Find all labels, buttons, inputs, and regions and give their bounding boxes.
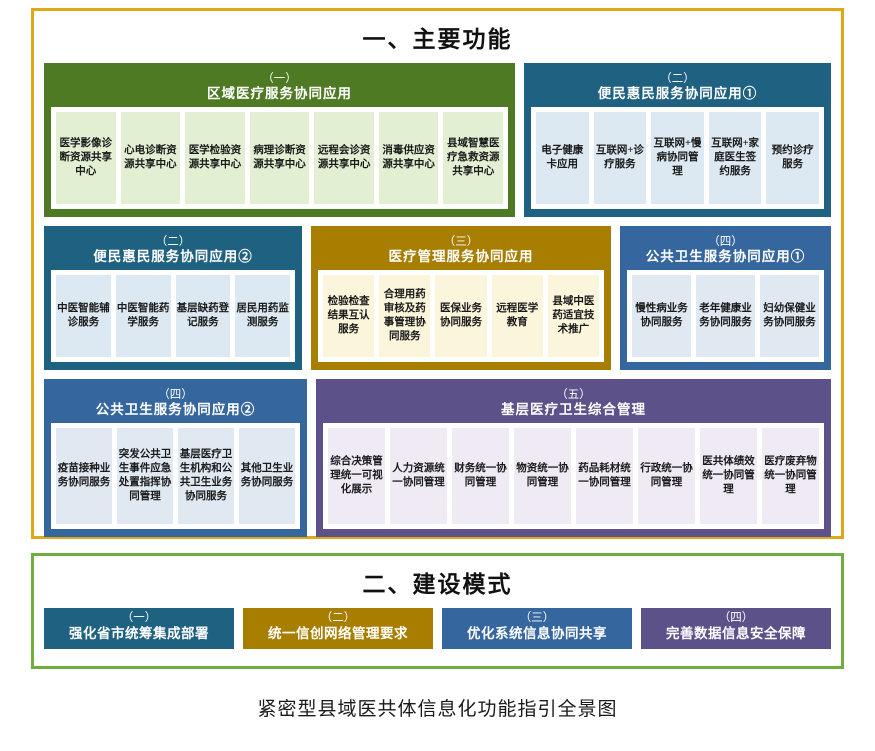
panel-name: 医疗管理服务协同应用 bbox=[388, 249, 534, 264]
panel-number: （二） bbox=[155, 236, 191, 248]
panel-name: 基层医疗卫生综合管理 bbox=[501, 402, 646, 417]
cell-item[interactable]: 消毒供应资源共享中心 bbox=[378, 112, 439, 204]
cell-item[interactable]: 互联网+诊疗服务 bbox=[593, 112, 647, 204]
mode-box-name: 完善数据信息安全保障 bbox=[666, 626, 806, 641]
panel-name: 公共卫生服务协同应用① bbox=[645, 249, 806, 264]
panel-number: （四） bbox=[708, 236, 743, 248]
section-mode-title: 二、建设模式 bbox=[362, 572, 513, 598]
cell-item[interactable]: 远程会诊资源共享中心 bbox=[314, 112, 374, 204]
cell-item[interactable]: 慢性病业务协同服务 bbox=[632, 275, 691, 357]
cell-item[interactable]: 物资统一协同管理 bbox=[514, 428, 571, 524]
cell-item[interactable]: 远程医学教育 bbox=[491, 275, 543, 357]
mode-box-number: （四） bbox=[718, 612, 754, 624]
panel-row-3: （四） 公共卫生服务协同应用② 疫苗接种业务协同服务 突发公共卫生事件应急处置指… bbox=[44, 379, 831, 537]
cell-item[interactable]: 妇幼保健业务协同服务 bbox=[760, 275, 819, 357]
panel-cells: 检验检查结果互认服务 合理用药审核及药事管理协同服务 医保业务协同服务 远程医学… bbox=[318, 270, 604, 362]
panel-header: （四） 公共卫生服务协同应用① bbox=[627, 233, 824, 270]
panel-name: 便民惠民服务协同应用② bbox=[93, 249, 253, 264]
panel-convenience-service-2[interactable]: （二） 便民惠民服务协同应用② 中医智能辅诊服务 中医智能药学服务 基层缺药登记… bbox=[44, 226, 302, 370]
cell-item[interactable]: 医保业务协同服务 bbox=[435, 275, 487, 357]
panel-public-health-service-2[interactable]: （四） 公共卫生服务协同应用② 疫苗接种业务协同服务 突发公共卫生事件应急处置指… bbox=[44, 379, 307, 537]
cell-item[interactable]: 预约诊疗服务 bbox=[766, 112, 819, 204]
panel-header: （二） 便民惠民服务协同应用① bbox=[531, 70, 824, 107]
mode-box-data-security[interactable]: （四） 完善数据信息安全保障 bbox=[641, 608, 831, 649]
panel-name: 区域医疗服务协同应用 bbox=[207, 86, 352, 101]
panel-cells: 综合决策管理统一可视化展示 人力资源统一协同管理 财务统一协同管理 物资统一协同… bbox=[323, 423, 824, 529]
cell-item[interactable]: 居民用药监测服务 bbox=[235, 275, 290, 357]
figure-caption: 紧密型县域医共体信息化功能指引全景图 bbox=[257, 698, 618, 720]
panel-cells: 疫苗接种业务协同服务 突发公共卫生事件应急处置指挥协同管理 基层医疗卫生机构和公… bbox=[51, 423, 300, 529]
cell-item[interactable]: 县域中医药适宜技术推广 bbox=[547, 275, 600, 357]
cell-item[interactable]: 医疗废弃物统一协同管理 bbox=[762, 428, 819, 524]
cell-item[interactable]: 医学检验资源共享中心 bbox=[185, 112, 245, 204]
cell-item[interactable]: 医学影像诊断资源共享中心 bbox=[56, 112, 116, 204]
panel-number: （二） bbox=[660, 73, 695, 85]
cell-item[interactable]: 电子健康卡应用 bbox=[536, 112, 589, 204]
mode-box-row: （一） 强化省市统筹集成部署 （二） 统一信创网络管理要求 （三） 优化系统信息… bbox=[44, 608, 831, 649]
panel-row-2: （二） 便民惠民服务协同应用② 中医智能辅诊服务 中医智能药学服务 基层缺药登记… bbox=[44, 226, 831, 370]
mode-box-name: 优化系统信息协同共享 bbox=[467, 626, 607, 641]
panel-row-1: （一） 区域医疗服务协同应用 医学影像诊断资源共享中心 心电诊断资源共享中心 医… bbox=[44, 63, 831, 217]
cell-item[interactable]: 医共体绩效统一协同管理 bbox=[700, 428, 757, 524]
panel-number: （三） bbox=[443, 236, 479, 248]
cell-item[interactable]: 互联网+家庭医生签约服务 bbox=[708, 112, 762, 204]
panel-name: 便民惠民服务协同应用① bbox=[597, 86, 758, 101]
panel-header: （二） 便民惠民服务协同应用② bbox=[51, 233, 295, 270]
cell-item[interactable]: 合理用药审核及药事管理协同服务 bbox=[379, 275, 431, 357]
panel-cells: 医学影像诊断资源共享中心 心电诊断资源共享中心 医学检验资源共享中心 病理诊断资… bbox=[51, 107, 508, 209]
cell-item[interactable]: 中医智能辅诊服务 bbox=[56, 275, 111, 357]
cell-item[interactable]: 心电诊断资源共享中心 bbox=[120, 112, 181, 204]
panel-regional-medical-service[interactable]: （一） 区域医疗服务协同应用 医学影像诊断资源共享中心 心电诊断资源共享中心 医… bbox=[44, 63, 515, 217]
mode-box-information-sharing[interactable]: （三） 优化系统信息协同共享 bbox=[442, 608, 632, 649]
panel-cells: 电子健康卡应用 互联网+诊疗服务 互联网+慢病协同管理 互联网+家庭医生签约服务… bbox=[531, 107, 824, 209]
cell-item[interactable]: 综合决策管理统一可视化展示 bbox=[328, 428, 385, 524]
cell-item[interactable]: 财务统一协同管理 bbox=[452, 428, 509, 524]
panel-medical-management-service[interactable]: （三） 医疗管理服务协同应用 检验检查结果互认服务 合理用药审核及药事管理协同服… bbox=[311, 226, 611, 370]
cell-item[interactable]: 基层缺药登记服务 bbox=[175, 275, 231, 357]
cell-item[interactable]: 其他卫生业务协同服务 bbox=[239, 428, 295, 524]
panel-convenience-service-1[interactable]: （二） 便民惠民服务协同应用① 电子健康卡应用 互联网+诊疗服务 互联网+慢病协… bbox=[524, 63, 831, 217]
panel-number: （一） bbox=[262, 73, 297, 85]
cell-item[interactable]: 中医智能药学服务 bbox=[115, 275, 171, 357]
section-main-functions: 一、主要功能 （一） 区域医疗服务协同应用 医学影像诊断资源共享中心 心电诊断资… bbox=[31, 8, 844, 539]
cell-item[interactable]: 突发公共卫生事件应急处置指挥协同管理 bbox=[117, 428, 173, 524]
panel-primary-health-comprehensive-management[interactable]: （五） 基层医疗卫生综合管理 综合决策管理统一可视化展示 人力资源统一协同管理 … bbox=[316, 379, 831, 537]
panel-header: （一） 区域医疗服务协同应用 bbox=[51, 70, 508, 107]
panel-number: （四） bbox=[158, 389, 193, 401]
cell-item[interactable]: 药品耗材统一协同管理 bbox=[576, 428, 633, 524]
cell-item[interactable]: 病理诊断资源共享中心 bbox=[249, 112, 310, 204]
cell-item[interactable]: 老年健康业务协同服务 bbox=[696, 275, 755, 357]
cell-item[interactable]: 行政统一协同管理 bbox=[638, 428, 695, 524]
panel-number: （五） bbox=[556, 389, 591, 401]
cell-item[interactable]: 人力资源统一协同管理 bbox=[390, 428, 447, 524]
mode-box-name: 统一信创网络管理要求 bbox=[268, 626, 408, 641]
mode-box-number: （三） bbox=[519, 612, 555, 624]
cell-item[interactable]: 县域智慧医疗急救资源共享中心 bbox=[443, 112, 504, 204]
panel-public-health-service-1[interactable]: （四） 公共卫生服务协同应用① 慢性病业务协同服务 老年健康业务协同服务 妇幼保… bbox=[620, 226, 831, 370]
panel-header: （三） 医疗管理服务协同应用 bbox=[318, 233, 604, 270]
mode-box-number: （一） bbox=[121, 612, 157, 624]
cell-item[interactable]: 疫苗接种业务协同服务 bbox=[56, 428, 112, 524]
panel-name: 公共卫生服务协同应用② bbox=[95, 402, 256, 417]
cell-item[interactable]: 检验检查结果互认服务 bbox=[323, 275, 375, 357]
panel-cells: 慢性病业务协同服务 老年健康业务协同服务 妇幼保健业务协同服务 bbox=[627, 270, 824, 362]
cell-item[interactable]: 基层医疗卫生机构和公共卫生业务协同服务 bbox=[178, 428, 234, 524]
mode-box-name: 强化省市统筹集成部署 bbox=[69, 626, 209, 641]
section-main-title: 一、主要功能 bbox=[362, 27, 513, 53]
panel-header: （四） 公共卫生服务协同应用② bbox=[51, 386, 300, 423]
section-construction-mode: 二、建设模式 （一） 强化省市统筹集成部署 （二） 统一信创网络管理要求 （三）… bbox=[31, 553, 844, 669]
mode-box-number: （二） bbox=[320, 612, 356, 624]
mode-box-provincial-deployment[interactable]: （一） 强化省市统筹集成部署 bbox=[44, 608, 234, 649]
mode-box-network-management[interactable]: （二） 统一信创网络管理要求 bbox=[243, 608, 433, 649]
panel-header: （五） 基层医疗卫生综合管理 bbox=[323, 386, 824, 423]
panel-cells: 中医智能辅诊服务 中医智能药学服务 基层缺药登记服务 居民用药监测服务 bbox=[51, 270, 295, 362]
cell-item[interactable]: 互联网+慢病协同管理 bbox=[651, 112, 704, 204]
